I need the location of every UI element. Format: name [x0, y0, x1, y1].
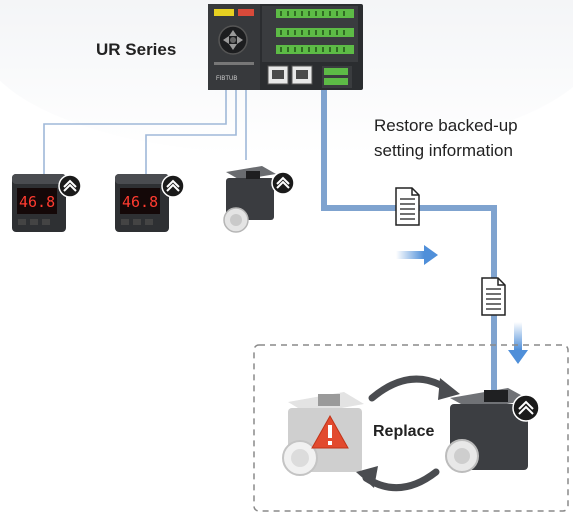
document-icon: [395, 187, 420, 226]
document-icon: [481, 277, 506, 316]
replace-area: [253, 344, 569, 512]
restore-label: Restore backed-up setting information: [374, 113, 518, 163]
flow-arrow-right: [396, 245, 438, 265]
rotate-arrow-icon: [356, 466, 440, 492]
new-sensor: [445, 388, 530, 473]
controller-brand: FIBTUB: [216, 76, 237, 82]
controller-label: UR Series: [96, 40, 177, 59]
io-link-icon: [161, 174, 185, 198]
rotate-arrow-icon: [368, 375, 460, 402]
terminal-block-details: [280, 11, 345, 52]
io-link-icon: [58, 174, 82, 198]
restore-label-line-2: setting information: [374, 141, 513, 160]
io-link-icon: [512, 394, 540, 422]
sensor-1-display: 46.8: [19, 193, 55, 211]
sensor-2-display: 46.8: [122, 193, 158, 211]
restore-label-line-1: Restore backed-up: [374, 116, 518, 135]
warning-icon: [311, 414, 349, 449]
sensor-cables: [43, 82, 247, 176]
sensor-1-digital-pressure: 46.8: [12, 174, 66, 232]
sensor-2-digital-pressure: 46.8: [115, 174, 169, 232]
replace-label: Replace: [373, 423, 435, 440]
flow-arrow-down: [508, 322, 528, 364]
sensor-3-compact: [223, 166, 276, 233]
io-link-icon: [271, 171, 295, 195]
